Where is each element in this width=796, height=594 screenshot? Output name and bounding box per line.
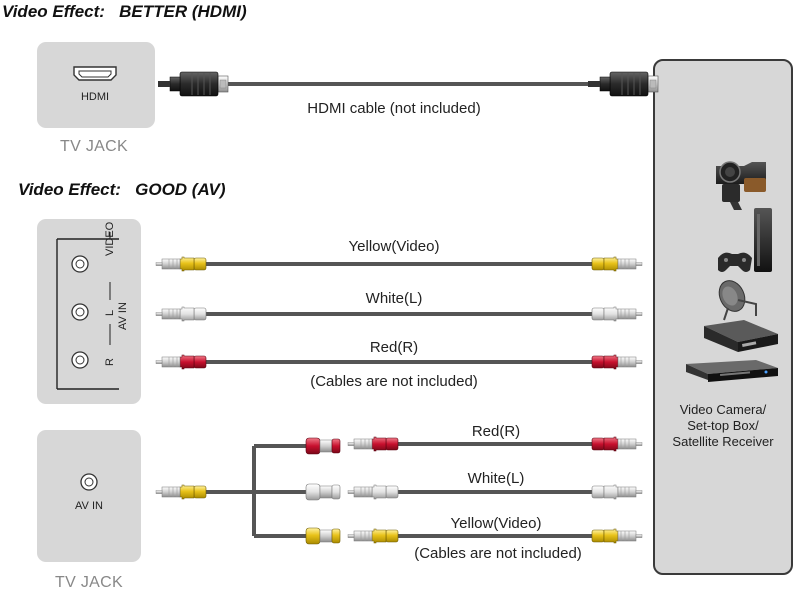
av-in-single-port-icon (80, 473, 98, 491)
av-heading-value: GOOD (AV) (135, 180, 226, 199)
av-cable-red (155, 354, 643, 370)
hdmi-cable-wire (228, 82, 588, 86)
av-cable-white (155, 306, 643, 322)
adapter-cable-red (347, 436, 643, 452)
av-white-label: White(L) (365, 290, 423, 307)
set-top-box-icon (704, 320, 778, 352)
game-console-icon (718, 208, 772, 272)
hdmi-heading-value: BETTER (HDMI) (119, 2, 247, 21)
av-in-port-group (56, 232, 119, 390)
av-tv-jack-caption: TV JACK (55, 574, 123, 591)
av-jack-panel (37, 219, 141, 404)
video-camera-icon (716, 161, 766, 210)
hdmi-jack-panel (37, 42, 155, 128)
adapter-yellow-label: Yellow(Video) (450, 515, 542, 532)
right-audio-port-icon (71, 351, 89, 369)
satellite-dish-icon (718, 280, 757, 321)
devices-label-line-1: Video Camera/ (679, 402, 767, 417)
hdmi-port-icon (73, 66, 117, 81)
av-in-vertical-label: AV IN (117, 302, 129, 330)
adapter-white-label: White(L) (467, 470, 525, 487)
right-port-label: R (104, 358, 116, 366)
video-port-label: VIDEO (104, 221, 116, 256)
devices-label-line-2: Set-top Box/ (687, 418, 759, 433)
av-heading-prefix: Video Effect: (18, 180, 121, 199)
hdmi-plug-right (587, 71, 659, 97)
left-port-label: L (104, 309, 116, 316)
hdmi-heading: Video Effect: BETTER (HDMI) (2, 2, 247, 22)
dvd-player-icon (686, 360, 778, 382)
hdmi-plug-left (157, 71, 229, 97)
av-cables-note: (Cables are not included) (310, 373, 478, 390)
av-cable-yellow (155, 256, 643, 272)
av-red-label: Red(R) (369, 339, 419, 356)
adapter-cables-note: (Cables are not included) (414, 545, 582, 562)
hdmi-heading-prefix: Video Effect: (2, 2, 105, 21)
av-in-jack-panel (37, 430, 141, 562)
av-in-jack-label: AV IN (75, 500, 103, 512)
devices-panel (653, 59, 793, 575)
left-audio-port-icon (71, 303, 89, 321)
hdmi-jack-label: HDMI (80, 91, 110, 103)
adapter-red-label: Red(R) (471, 423, 521, 440)
hdmi-tv-jack-caption: TV JACK (60, 138, 128, 155)
adapter-cable-white (347, 484, 643, 500)
devices-label: Video Camera/ Set-top Box/ Satellite Rec… (655, 402, 791, 450)
hdmi-cable (157, 71, 659, 97)
video-port-icon (71, 255, 89, 273)
av-yellow-label: Yellow(Video) (348, 238, 440, 255)
av-splitter-cable (155, 437, 341, 545)
hdmi-cable-label: HDMI cable (not included) (307, 100, 481, 117)
devices-label-line-3: Satellite Receiver (672, 434, 774, 449)
av-heading: Video Effect: GOOD (AV) (18, 180, 226, 200)
adapter-cable-yellow (347, 528, 643, 544)
